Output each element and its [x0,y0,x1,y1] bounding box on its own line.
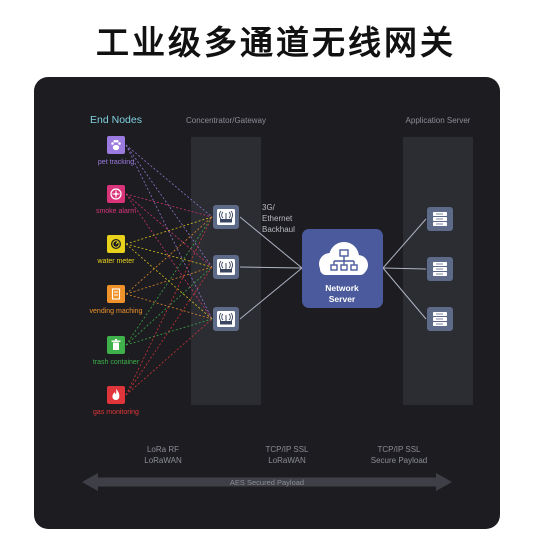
end-node-3: water meter [97,235,136,265]
end-node-label: smoke alarm [96,208,136,215]
gateway-server-link [239,266,303,269]
node-gateway-link [125,318,213,346]
app-server-2 [427,257,453,281]
end-node-list: pet tracking smoke alarm water meter vendin… [90,136,143,416]
wireless-router-icon [219,312,233,325]
app-server-title: Application Server [406,116,471,125]
gateway-server-link [239,216,303,269]
end-node-2: smoke alarm [96,185,136,215]
server-rack-icon [433,312,447,326]
backhaul-label: 3G/ Ethernet Backhaul [262,203,295,234]
protocol-tcp-line2: LoRaWAN [268,456,306,465]
protocol-ssl-line2: Secure Payload [371,456,427,465]
node-gateway-link [125,193,213,218]
server-app-link [382,267,427,320]
end-node-1: pet tracking [98,136,134,166]
node-gateway-link [125,144,213,320]
end-node-label: gas monitoring [93,409,139,416]
aes-label: AES Secured Payload [230,478,304,487]
wireless-router-icon [219,210,233,223]
server-app-link [382,218,427,269]
meter-icon [111,239,121,249]
trash-icon [111,339,121,350]
protocol-tcp-line1: TCP/IP SSL [266,445,310,454]
app-server-list [427,207,453,331]
protocol-ssl-line1: TCP/IP SSL [378,445,422,454]
gateway-list [213,205,239,331]
end-node-label: vending maching [90,308,143,315]
protocol-rf-line1: LoRa RF [147,445,179,454]
node-gateway-link [125,216,213,396]
network-server-label-2: Server [329,294,356,304]
vending-icon [111,288,121,300]
cloud-network-icon [319,242,368,275]
gateway-device-3 [213,307,239,331]
diagram-panel: End Nodes Concentrator/Gateway Applicati… [34,77,500,529]
node-gateway-link [125,266,213,346]
page-title: 工业级多通道无线网关 [96,23,456,62]
end-node-label: water meter [97,258,136,265]
fan-icon [110,188,122,200]
end-node-label: trash container [93,359,140,366]
node-gateway-link [125,216,213,245]
app-server-3 [427,307,453,331]
gateway-server-link [239,267,303,320]
end-node-badge [107,285,125,303]
node-gateway-link [125,144,213,218]
gateway-title: Concentrator/Gateway [186,116,266,125]
end-node-5: trash container [93,336,140,366]
node-gateway-link [125,266,213,396]
app-server-1 [427,207,453,231]
gateway-device-1 [213,205,239,229]
end-node-label: pet tracking [98,159,134,166]
aes-double-arrow [82,473,452,491]
node-gateway-link [125,216,213,346]
node-gateway-link [125,318,213,396]
end-node-6: gas monitoring [93,386,139,416]
gateway-device-2 [213,255,239,279]
paw-icon [111,139,121,151]
end-nodes-title: End Nodes [90,114,142,126]
node-connection-lines [125,144,213,396]
end-node-4: vending maching [90,285,143,315]
node-gateway-link [125,216,213,295]
network-server-label-1: Network [325,283,359,293]
server-rack-icon [433,212,447,226]
server-connection-lines [239,216,427,320]
node-gateway-link [125,193,213,320]
server-rack-icon [433,262,447,276]
protocol-rf-line2: LoRaWAN [144,456,182,465]
wireless-router-icon [219,260,233,273]
flame-icon [112,389,120,400]
server-app-link [382,267,427,270]
architecture-diagram: End Nodes Concentrator/Gateway Applicati… [82,114,473,491]
